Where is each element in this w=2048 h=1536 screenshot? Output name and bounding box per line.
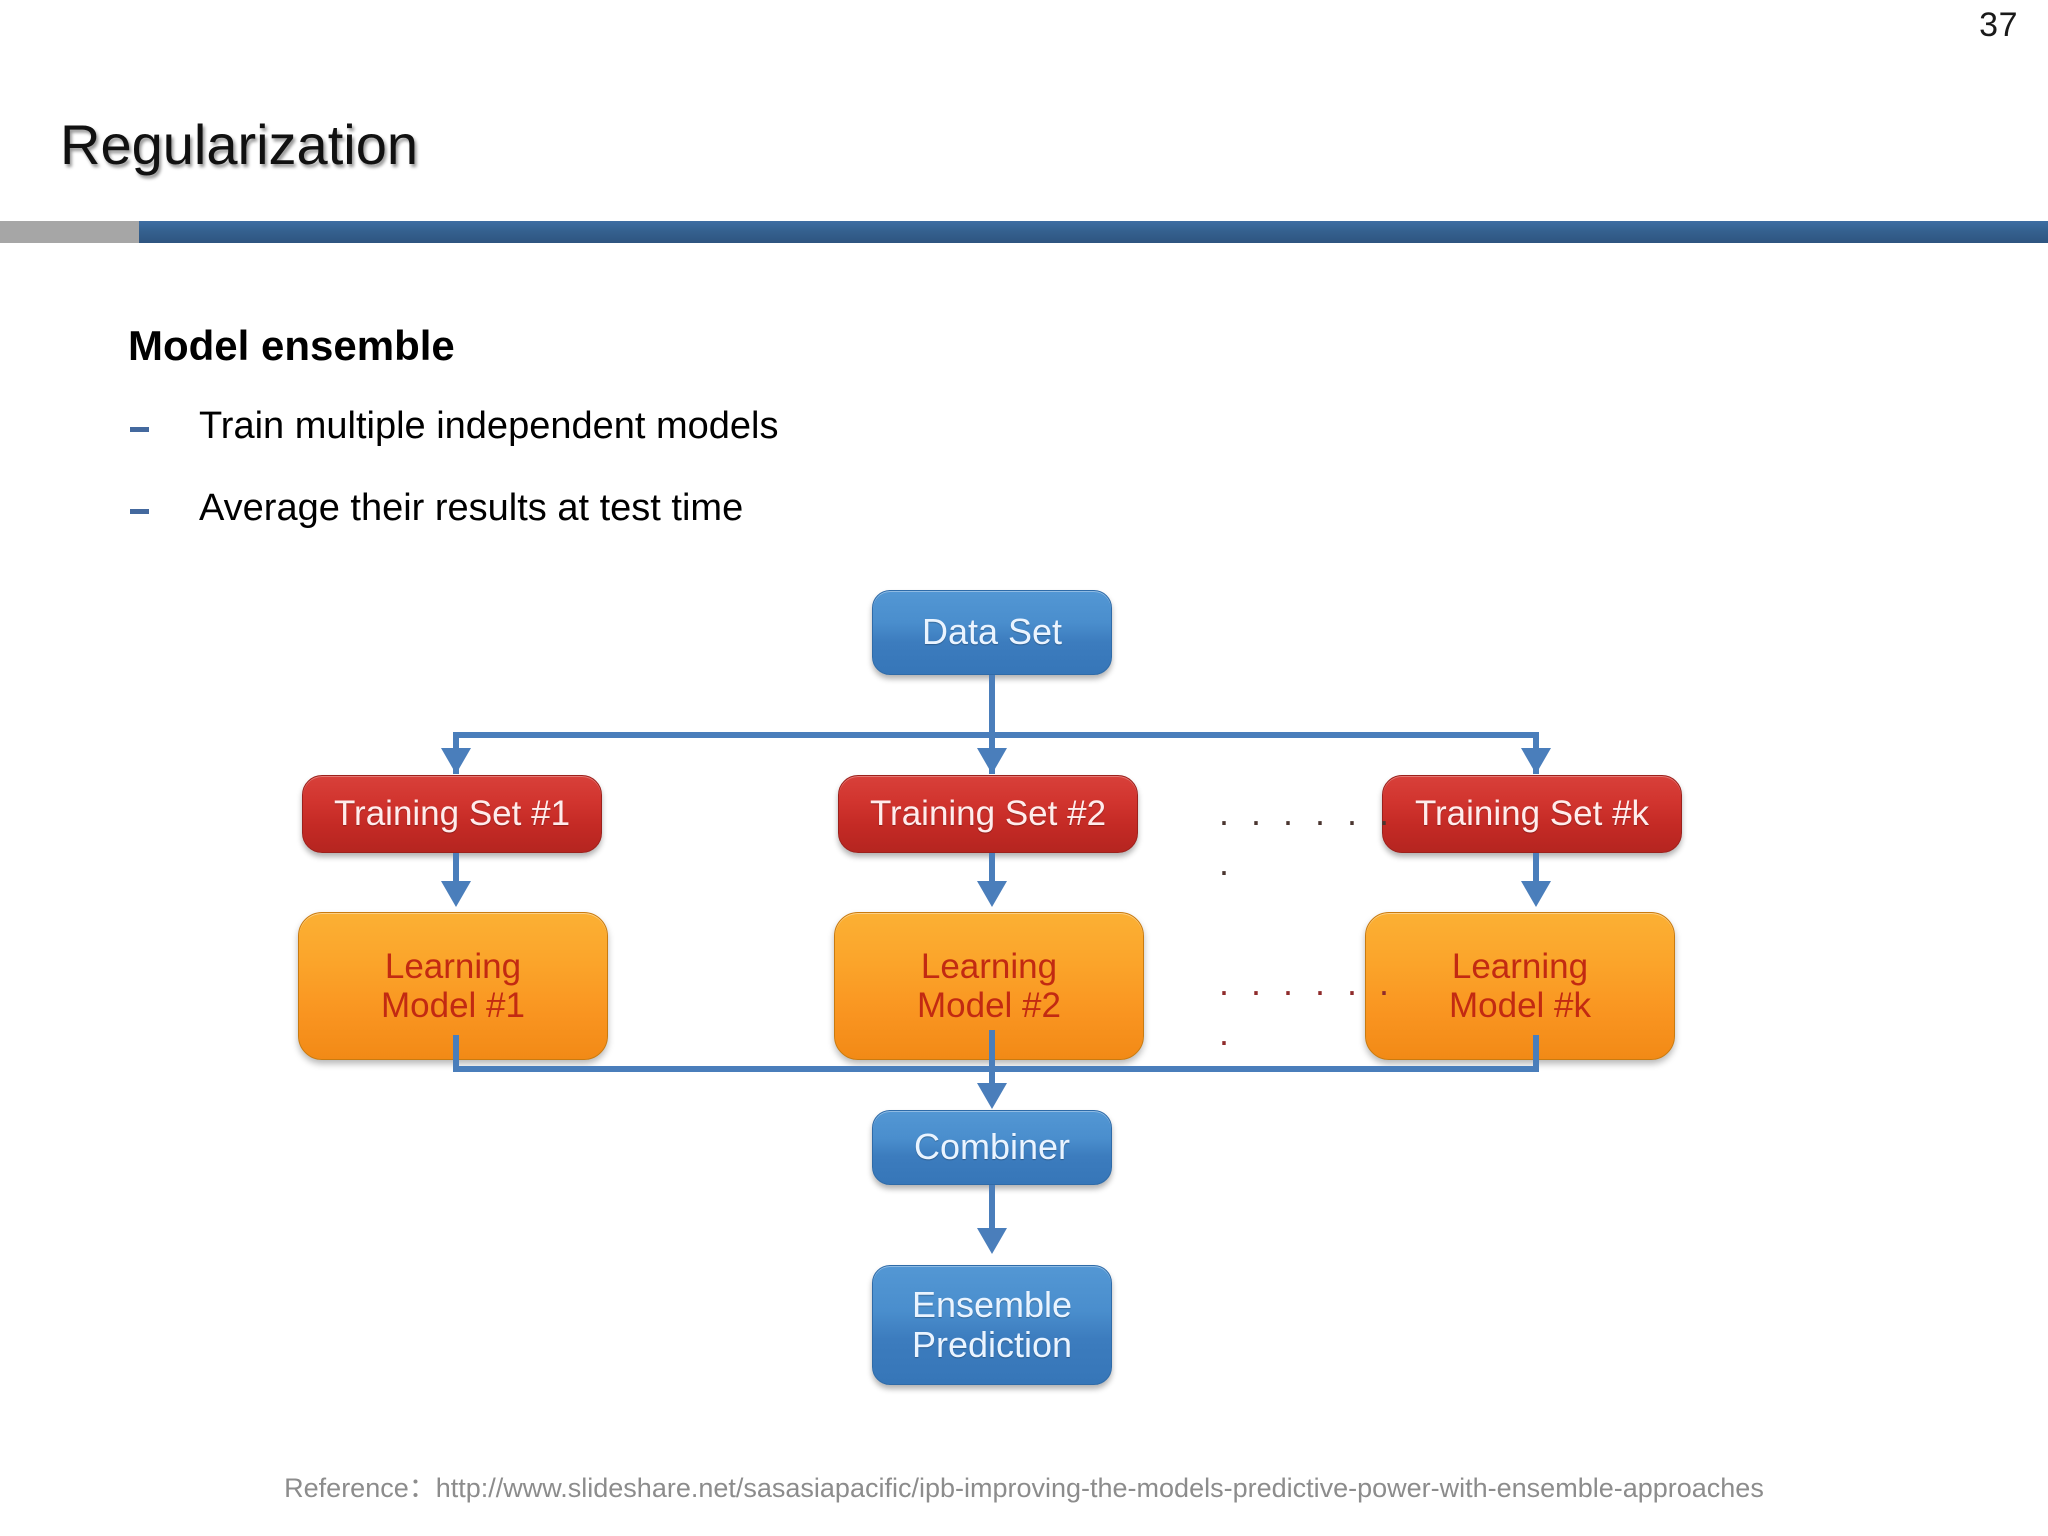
ensemble-flowchart: Data Set Training Set #1 Training Set #2…	[240, 575, 1760, 1445]
edge-combiner-to-prediction	[989, 1185, 995, 1245]
edge-lm2-drop	[989, 1030, 995, 1072]
edge-tsk-to-lmk	[1533, 853, 1539, 891]
bullet-text: Train multiple independent models	[199, 405, 779, 447]
arrow-to-learning-model-1	[441, 881, 471, 907]
arrow-to-training-set-2	[977, 748, 1007, 774]
ellipsis-model-row-dot: ·	[1218, 1020, 1235, 1061]
node-label-line1: Learning	[1451, 946, 1589, 986]
node-ensemble-prediction: Ensemble Prediction	[872, 1265, 1112, 1385]
node-training-set-1: Training Set #1	[302, 775, 602, 853]
node-label-line2: Model #1	[381, 986, 525, 1025]
ellipsis-training-row: · · · · · ·	[1218, 800, 1395, 841]
arrow-to-training-set-k	[1521, 748, 1551, 774]
ellipsis-training-row-dot: ·	[1218, 850, 1235, 891]
node-label: Training Set #2	[869, 794, 1107, 834]
arrow-to-ensemble-prediction	[977, 1228, 1007, 1254]
node-label-line2: Model #k	[1448, 986, 1592, 1025]
edge-distribution-bus	[453, 732, 1539, 738]
node-label-line1: Ensemble	[911, 1283, 1073, 1325]
edge-ts1-to-lm1	[453, 853, 459, 891]
node-training-set-2: Training Set #2	[838, 775, 1138, 853]
node-label-line1: Learning	[384, 946, 522, 986]
node-label-line1: Learning	[920, 946, 1058, 986]
arrow-to-combiner	[977, 1083, 1007, 1109]
edge-lmk-drop	[1533, 1035, 1539, 1069]
edge-bus-to-combiner	[989, 1066, 995, 1096]
arrow-to-learning-model-k	[1521, 881, 1551, 907]
slide-number: 37	[1979, 6, 2018, 44]
ellipsis-model-row: · · · · · ·	[1218, 970, 1395, 1011]
edge-ts2-to-lm2	[989, 853, 995, 891]
node-label: Combiner	[913, 1126, 1071, 1168]
node-combiner: Combiner	[872, 1110, 1112, 1185]
node-label: Training Set #k	[1414, 794, 1650, 834]
page-title: Regularization	[60, 113, 418, 176]
title-divider	[0, 221, 2048, 243]
node-data-set: Data Set	[872, 590, 1112, 675]
node-training-set-k: Training Set #k	[1382, 775, 1682, 853]
node-label: Training Set #1	[333, 794, 571, 834]
arrow-to-training-set-1	[441, 748, 471, 774]
node-label: Data Set	[921, 611, 1063, 653]
bullet-text: Average their results at test time	[199, 487, 744, 529]
edge-collection-bus	[453, 1066, 1539, 1072]
node-label-line2: Model #2	[917, 986, 1061, 1025]
section-heading: Model ensemble	[128, 322, 455, 369]
bullet-dash-icon	[130, 427, 149, 432]
bullet-dash-icon	[130, 509, 149, 514]
divider-gray-segment	[0, 221, 139, 243]
node-label-line2: Prediction	[911, 1324, 1073, 1365]
arrow-to-learning-model-2	[977, 881, 1007, 907]
edge-dataset-stem	[989, 675, 995, 735]
node-learning-model-k: Learning Model #k	[1365, 912, 1675, 1060]
divider-blue-segment	[139, 221, 2048, 243]
edge-lm1-drop	[453, 1035, 459, 1069]
reference-note: Reference：http://www.slideshare.net/sasa…	[284, 1473, 1764, 1503]
